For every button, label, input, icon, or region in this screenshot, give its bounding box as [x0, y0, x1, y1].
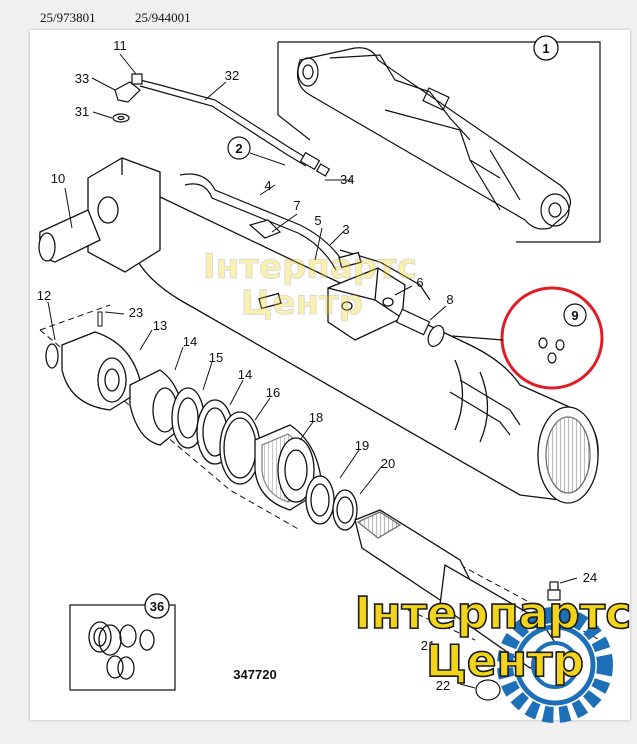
callout-13: 13 [153, 318, 167, 333]
leader-line-9 [451, 335, 504, 341]
cylinder-end-block [38, 157, 161, 273]
callout-circle-1 [533, 35, 559, 61]
callout-23: 23 [129, 305, 143, 320]
callout-18: 18 [309, 410, 323, 425]
callout-5: 5 [314, 213, 321, 228]
cylinder-barrel [127, 184, 599, 504]
bush-22 [475, 679, 501, 701]
callout-6: 6 [416, 275, 423, 290]
callout-circle-36 [144, 593, 170, 619]
callout-20: 20 [381, 456, 395, 471]
gear-icon [497, 607, 613, 723]
seal-kit-parts [88, 621, 155, 680]
watermark-faint-line1: Інтерпартс [203, 247, 417, 287]
detail-9-holes [538, 337, 565, 364]
highlight-circle-9 [500, 286, 604, 390]
callout-15: 15 [209, 350, 223, 365]
callout-34: 34 [340, 172, 354, 187]
callout-labels: 11 33 31 32 34 10 4 7 5 3 6 8 12 23 13 1… [37, 38, 597, 693]
part-number-2: 25/944001 [135, 10, 191, 25]
inset-assembled-cylinder [277, 41, 601, 243]
callout-10: 10 [51, 171, 65, 186]
callout-7: 7 [293, 198, 300, 213]
leader-lines [47, 53, 578, 689]
callout-31: 31 [75, 104, 89, 119]
callout-circle-9 [563, 303, 587, 327]
callout-2: 2 [235, 141, 242, 156]
callout-33: 33 [75, 71, 89, 86]
watermark-faint-line2: Центр [241, 283, 363, 323]
callout-14a: 14 [183, 334, 197, 349]
callout-16: 16 [266, 385, 280, 400]
watermark-line1: Інтерпартс [355, 588, 632, 639]
drawing-number: 347720 [233, 667, 276, 682]
callout-9: 9 [571, 308, 578, 323]
watermark-line2: Центр [426, 636, 584, 687]
callout-14b: 14 [238, 367, 252, 382]
gland-18 [254, 424, 323, 511]
hydraulic-pipe-32 [112, 73, 331, 177]
callout-circle-2 [227, 136, 251, 160]
cylinder-piping [179, 173, 521, 436]
callout-22: 22 [436, 678, 450, 693]
callout-12: 12 [37, 288, 51, 303]
fitting-8 [395, 308, 445, 347]
callout-8: 8 [446, 292, 453, 307]
pin-23 [97, 311, 103, 327]
inset-seal-kit-36 [69, 604, 176, 691]
grease-nipple-24 [547, 581, 561, 601]
callout-11: 11 [113, 38, 127, 53]
callout-21: 21 [421, 638, 435, 653]
watermark-faint: Інтерпартс Центр [203, 247, 418, 324]
callout-4: 4 [264, 178, 271, 193]
watermark-logo: Інтерпартс Центр [354, 587, 632, 723]
piston-seal-group [45, 331, 261, 485]
callout-3: 3 [342, 222, 349, 237]
callout-36: 36 [150, 599, 164, 614]
callout-19: 19 [355, 438, 369, 453]
callout-32: 32 [225, 68, 239, 83]
callout-1: 1 [542, 41, 549, 56]
rod-seals [305, 475, 358, 531]
part-number-1: 25/973801 [40, 10, 96, 25]
callout-24: 24 [583, 570, 597, 585]
